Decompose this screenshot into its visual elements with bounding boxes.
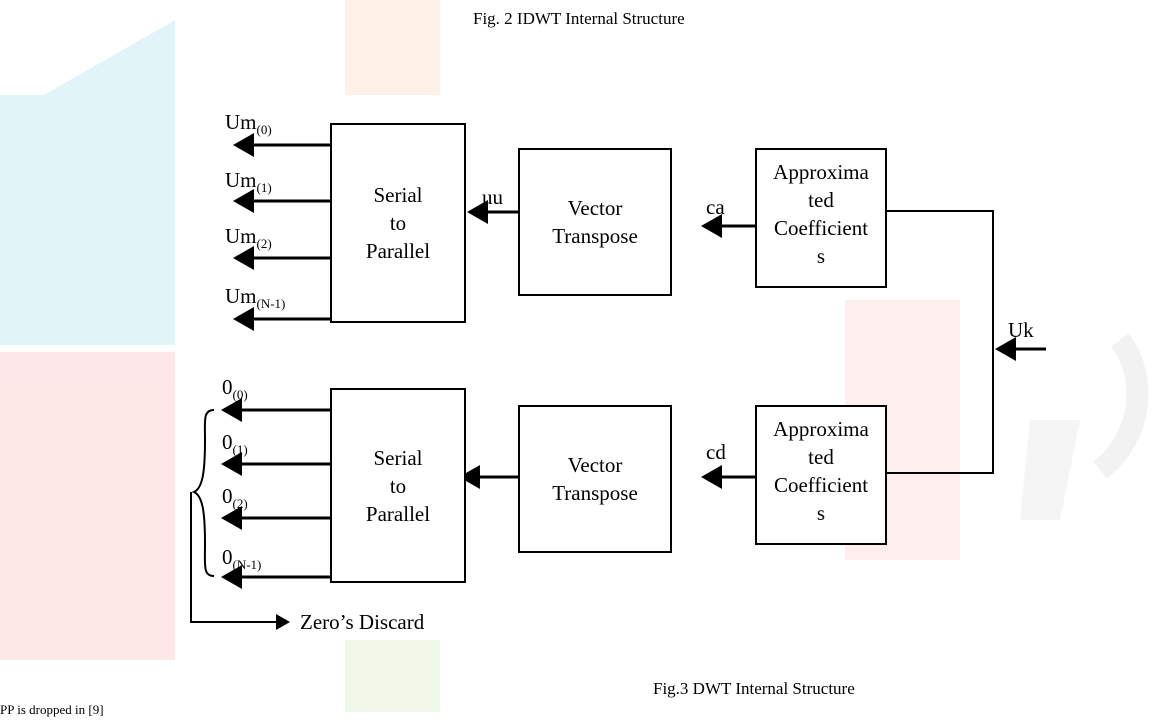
vector-transpose-block-top: Vector Transpose: [518, 148, 672, 296]
output-label-um-2: Um(2): [225, 224, 272, 251]
vector-transpose-label: Vector Transpose: [552, 196, 638, 248]
input-label-uk: Uk: [1008, 318, 1034, 342]
approximated-coefficients-label: Approxima ted Coefficient s: [773, 160, 869, 268]
output-label-um-1: Um(1): [225, 168, 272, 195]
vector-transpose-block-bottom: Vector Transpose: [518, 405, 672, 553]
signal-label-uu: uu: [482, 185, 503, 209]
serial-to-parallel-label: Serial to Parallel: [365, 183, 431, 263]
approximated-coefficients-block-top: Approxima ted Coefficient s: [755, 148, 887, 288]
output-label-um-n-1: Um(N-1): [225, 284, 286, 311]
serial-to-parallel-block-bottom: Serial to Parallel: [330, 388, 466, 583]
output-label-zero-0: 0(0): [222, 375, 248, 402]
output-label-zero-1: 0(1): [222, 430, 248, 457]
footer-partial: PP is dropped in [9]: [0, 702, 104, 717]
signal-label-ca: ca: [706, 195, 725, 219]
caption-bottom: Fig.3 DWT Internal Structure: [653, 679, 855, 698]
vector-transpose-label: Vector Transpose: [552, 453, 638, 505]
caption-top: Fig. 2 IDWT Internal Structure: [473, 9, 685, 28]
serial-to-parallel-label: Serial to Parallel: [365, 445, 431, 526]
approximated-coefficients-label: Approxima ted Coefficient s: [773, 417, 869, 525]
output-label-um-0: Um(0): [225, 110, 272, 137]
signal-label-cd: cd: [706, 440, 726, 464]
serial-to-parallel-block-top: Serial to Parallel: [330, 123, 466, 323]
zero-discard-label: Zero’s Discard: [300, 610, 425, 634]
output-label-zero-2: 0(2): [222, 484, 248, 511]
output-label-zero-n-1: 0(N-1): [222, 545, 262, 572]
approximated-coefficients-block-bottom: Approxima ted Coefficient s: [755, 405, 887, 545]
